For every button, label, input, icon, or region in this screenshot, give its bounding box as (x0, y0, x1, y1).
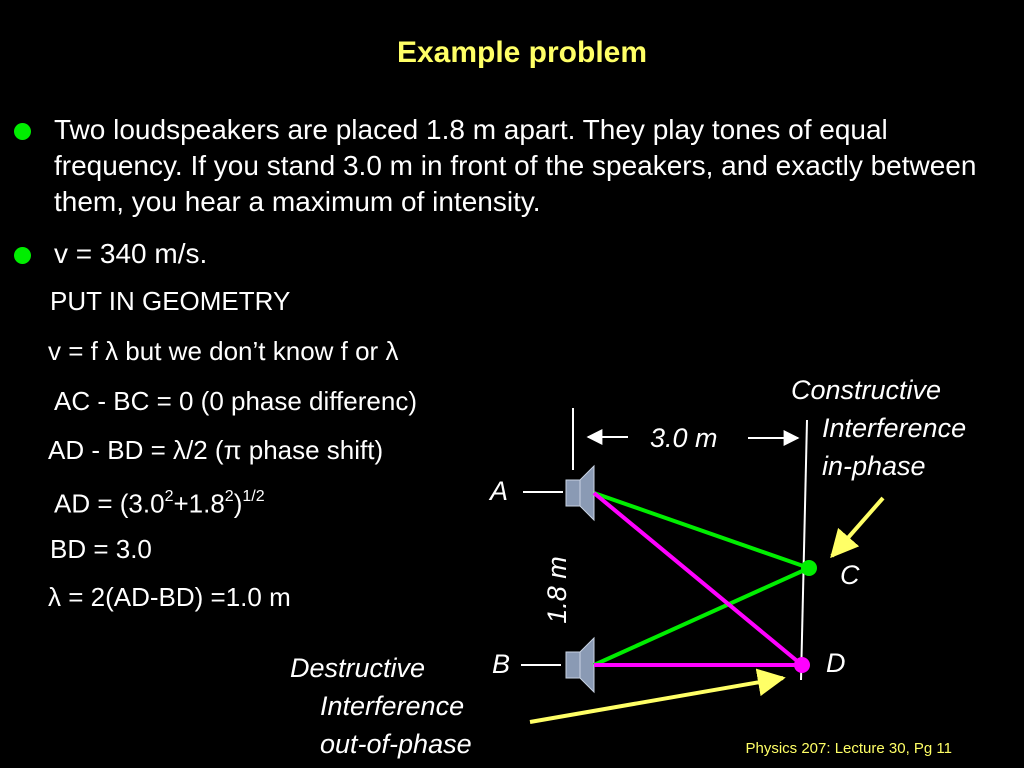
constructive-label-2: Interference (822, 413, 967, 443)
line-bd: BD = 3.0 (50, 534, 152, 564)
point-d-marker (794, 657, 810, 673)
line-ad-formula: AD = (3.02+1.82)1/2 (54, 484, 265, 519)
destructive-label-2: Interference (320, 691, 465, 721)
point-a-label: A (490, 476, 509, 506)
exponent: 2 (224, 488, 234, 505)
constructive-label-1: Constructive (791, 375, 942, 405)
bullet-dot (14, 123, 31, 140)
path-bc (593, 566, 810, 667)
line-lambda-result: λ = 2(AD-BD) =1.0 m (48, 582, 291, 612)
line-ad-bd: AD - BD = λ/2 (π phase shift) (48, 435, 383, 465)
path-ac (593, 491, 810, 570)
bullet-dot (14, 247, 31, 264)
lambda-symbol: λ (105, 336, 119, 366)
lambda-result-text: = 2(AD-BD) =1.0 m (61, 582, 291, 612)
bullet-text: v = 340 m/s. (54, 238, 208, 269)
pi-symbol: π (223, 435, 242, 465)
wave-eq-prefix: v = f (48, 336, 106, 366)
bullet-velocity: v = 340 m/s. (14, 236, 989, 272)
destructive-label-1: Destructive (290, 653, 426, 683)
path-ad (592, 491, 804, 667)
point-c-label: C (840, 560, 860, 590)
destructive-label-3: out-of-phase (320, 729, 472, 759)
ad-formula-close: ) (233, 488, 243, 519)
exponent: 2 (164, 488, 174, 505)
line-wave-equation: v = f λ but we don’t know f or λ (48, 336, 398, 366)
speaker-b-icon (565, 636, 595, 694)
ad-formula-prefix: AD = (3.0 (54, 488, 165, 519)
lambda-symbol: λ (172, 435, 186, 465)
destructive-arrow (529, 668, 786, 724)
ad-formula-plus: +1.8 (173, 488, 225, 519)
wave-eq-middle: but we don’t know f or (118, 336, 386, 366)
exponent: 1/2 (242, 488, 265, 505)
line-ac-bc: AC - BC = 0 (0 phase differenc) (54, 386, 417, 416)
lambda-symbol: λ (48, 582, 61, 612)
constructive-label-3: in-phase (822, 451, 926, 481)
line-geometry: PUT IN GEOMETRY (50, 286, 291, 316)
constructive-arrow (830, 496, 885, 559)
bullet-text: Two loudspeakers are placed 1.8 m apart.… (54, 114, 977, 217)
point-b-label: B (492, 649, 511, 679)
vertical-distance-text: 1.8 m (542, 556, 572, 624)
ad-bd-suffix: phase shift) (241, 435, 384, 465)
lambda-symbol: λ (385, 336, 399, 366)
point-d-label: D (826, 648, 846, 678)
point-c-marker (801, 560, 817, 576)
ad-bd-prefix: AD - BD = (48, 435, 173, 465)
horizontal-distance-label: 3.0 m (650, 423, 718, 453)
slide-footer: Physics 207: Lecture 30, Pg 11 (745, 740, 952, 757)
ad-bd-middle: /2 ( (185, 435, 224, 465)
bullet-problem: Two loudspeakers are placed 1.8 m apart.… (14, 112, 989, 220)
page-title: Example problem (396, 36, 648, 69)
vertical-distance-label: 1.8 m (540, 548, 574, 632)
speaker-a-icon (565, 464, 595, 522)
listener-line (800, 419, 808, 681)
